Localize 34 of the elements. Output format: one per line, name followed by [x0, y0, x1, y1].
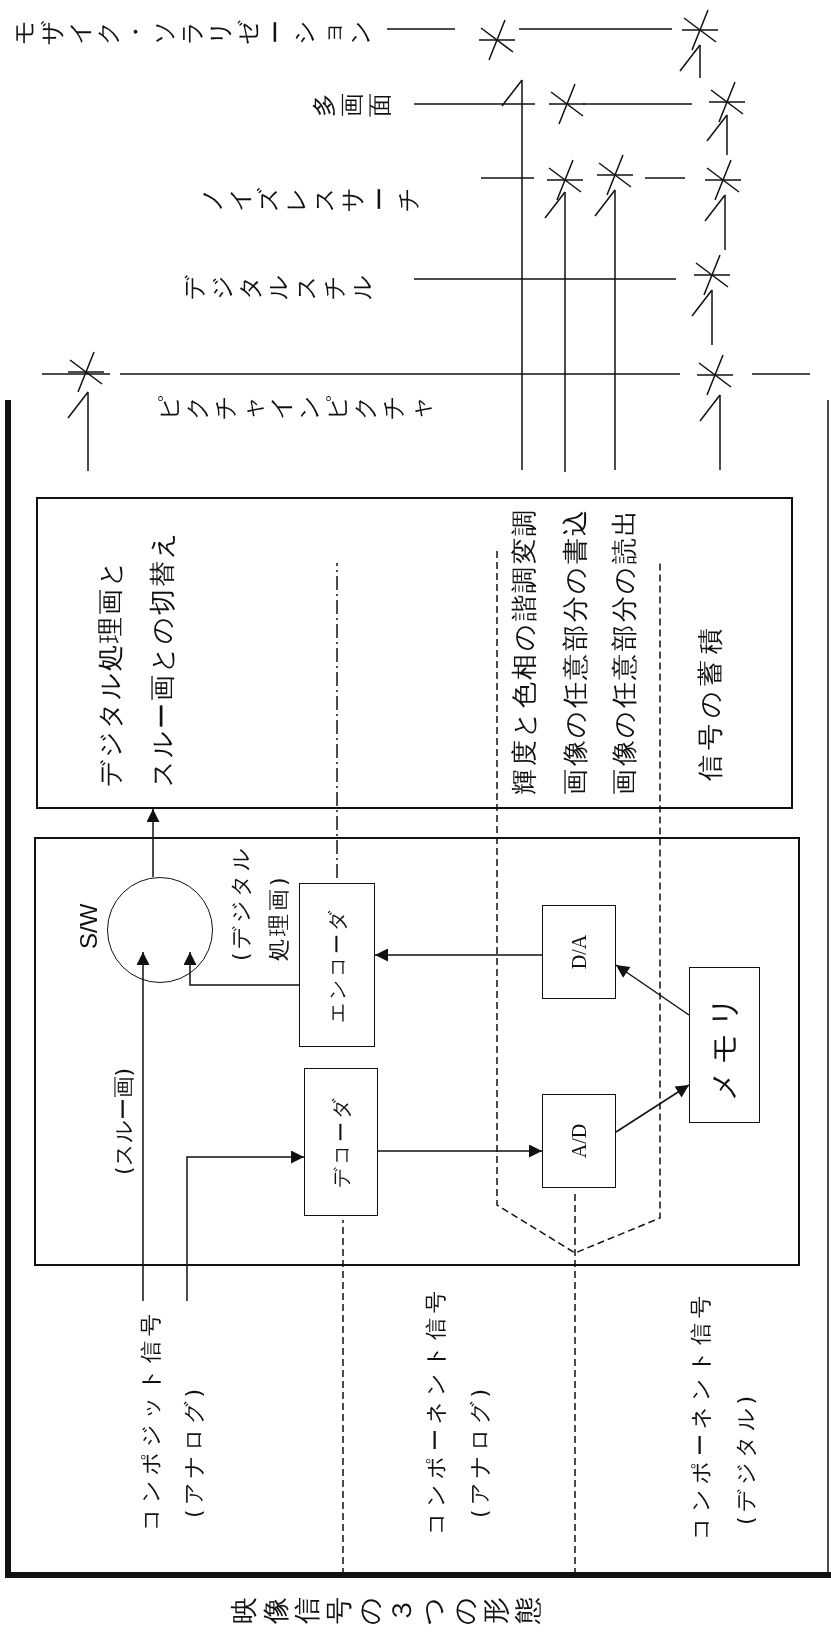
arrow — [136, 951, 150, 1302]
switch-label: S/W — [75, 903, 103, 949]
feature-label: ピクチャインピクチャ — [155, 394, 435, 420]
feature-label: 多画面 — [310, 92, 394, 118]
function-panel — [36, 497, 793, 809]
signal-label: (デジタル) — [733, 1391, 759, 1525]
caption: 映像信号の３つの形態 — [228, 1596, 543, 1625]
function-text: 輝度と色相の諧調変調 — [510, 507, 540, 795]
arrow — [374, 948, 543, 962]
signal-label: (アナログ) — [467, 1384, 493, 1518]
arrow — [615, 964, 690, 1016]
arrow — [615, 1084, 690, 1133]
decoder-box: デコーダ — [304, 1068, 378, 1216]
function-text: デジタル処理画とスルー画との切替え — [94, 529, 178, 787]
arrow — [377, 1144, 543, 1158]
arrow — [146, 808, 160, 878]
feature-label: ノイズレスサーチ — [198, 186, 422, 212]
edge-label: (スルー画) — [111, 1067, 137, 1175]
system-box — [34, 837, 800, 1266]
feature-label: モザイク・ソラリゼーション — [10, 19, 374, 45]
function-text: 画像の任意部分の書込 — [561, 507, 591, 795]
converter-box: A/D — [542, 1094, 616, 1188]
signal-label: コンポーネント信号 — [423, 1286, 449, 1535]
function-text: 信号の蓄積 — [696, 622, 726, 781]
memory-box: メモリ — [689, 967, 760, 1123]
arrow — [186, 1150, 305, 1302]
signal-label: (アナログ) — [181, 1384, 207, 1518]
function-text: 画像の任意部分の読出 — [610, 507, 640, 795]
feature-label: デジタルスチル — [180, 274, 376, 300]
encoder-box: エンコーダ — [299, 883, 375, 1047]
signal-label: コンポーネント信号 — [688, 1291, 714, 1540]
signal-label: コンポジット信号 — [138, 1309, 164, 1531]
arrow — [183, 951, 300, 986]
converter-box: D/A — [542, 905, 616, 999]
